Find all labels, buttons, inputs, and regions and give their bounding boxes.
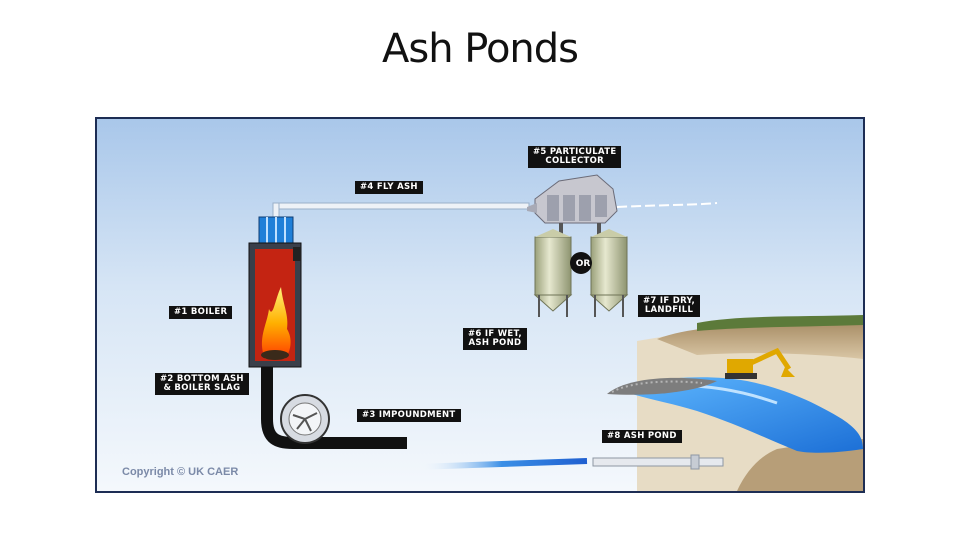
label-ash-pond: #8 ASH POND <box>602 430 682 443</box>
label-if-wet-line2: ASH POND <box>468 338 522 348</box>
label-if-dry: #7 IF DRY, LANDFILL <box>638 295 701 317</box>
diagram-illustration <box>97 119 863 491</box>
label-bottom-ash-line2: & BOILER SLAG <box>163 383 241 393</box>
or-badge: OR <box>575 259 591 269</box>
ash-pond-diagram: #4 FLY ASH #5 PARTICULATE COLLECTOR #1 B… <box>95 117 865 493</box>
label-bottom-ash: #2 BOTTOM ASH & BOILER SLAG <box>155 373 249 395</box>
silo-left-icon <box>533 229 573 317</box>
label-if-dry-line2: LANDFILL <box>644 305 694 315</box>
slide-title: Ash Ponds <box>381 26 579 72</box>
impoundment-pump-icon <box>280 394 330 444</box>
excavator-icon <box>725 347 795 379</box>
label-impoundment: #3 IMPOUNDMENT <box>357 409 461 422</box>
label-if-wet-line1: #6 IF WET, <box>468 329 522 339</box>
label-fly-ash: #4 FLY ASH <box>355 181 423 194</box>
label-if-wet: #6 IF WET, ASH POND <box>463 328 527 350</box>
label-particulate-line1: #5 PARTICULATE <box>533 147 617 157</box>
label-particulate-line2: COLLECTOR <box>545 156 605 166</box>
label-bottom-ash-line1: #2 BOTTOM ASH <box>160 374 244 384</box>
copyright-text: Copyright © UK CAER <box>122 466 239 478</box>
label-if-dry-line1: #7 IF DRY, <box>643 296 696 306</box>
boiler-icon <box>248 216 302 368</box>
particulate-collector-icon <box>527 174 618 224</box>
label-particulate-collector: #5 PARTICULATE COLLECTOR <box>528 146 622 168</box>
label-boiler: #1 BOILER <box>169 306 233 319</box>
silo-right-icon <box>589 229 629 317</box>
